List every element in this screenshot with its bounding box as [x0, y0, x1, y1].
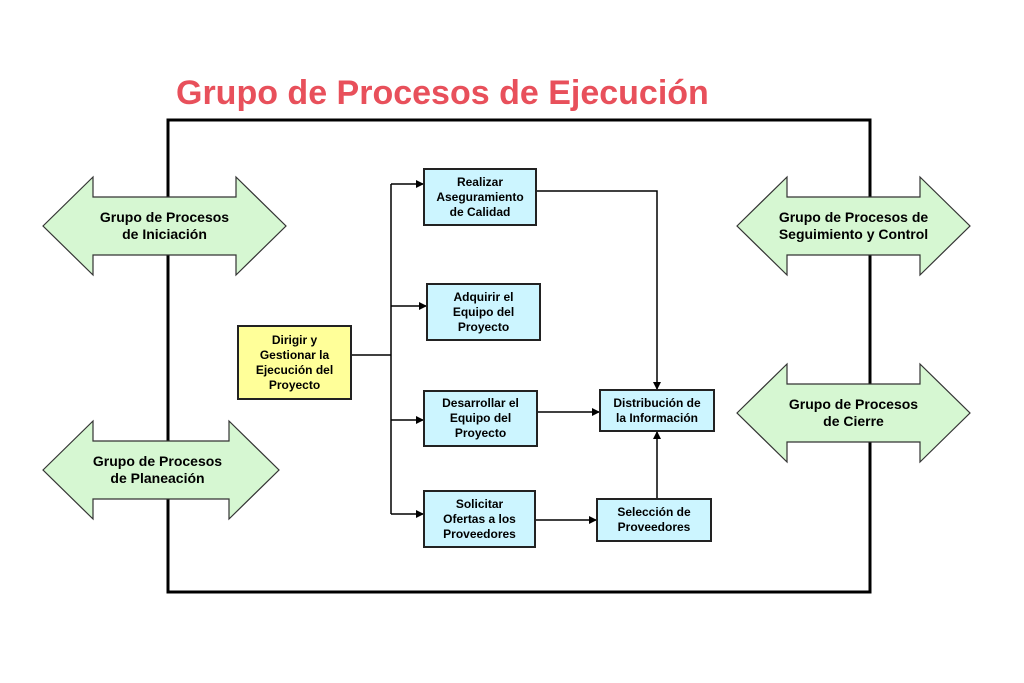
- process-dirigir: Dirigir y Gestionar la Ejecución del Pro…: [237, 325, 352, 400]
- process-solicitar: Solicitar Ofertas a los Proveedores: [423, 490, 536, 548]
- execution-group-frame: [166, 118, 872, 594]
- process-seleccion: Selección de Proveedores: [596, 498, 712, 542]
- arrow-iniciacion: [42, 175, 287, 277]
- process-realizar: Realizar Aseguramiento de Calidad: [423, 168, 537, 226]
- process-adquirir: Adquirir el Equipo del Proyecto: [426, 283, 541, 341]
- group-cierre-label: Grupo de Procesos de Cierre: [788, 396, 919, 429]
- process-desarrollar: Desarrollar el Equipo del Proyecto: [423, 390, 538, 447]
- process-distribucion: Distribución de la Información: [599, 389, 715, 432]
- arrow-cierre: [736, 362, 971, 464]
- group-iniciacion-label: Grupo de Procesos de Iniciación: [99, 209, 230, 242]
- page-title: Grupo de Procesos de Ejecución: [176, 74, 709, 112]
- group-seguimiento-label: Grupo de Procesos de Seguimiento y Contr…: [778, 209, 929, 242]
- arrow-seguimiento: [736, 175, 971, 277]
- group-planeacion-label: Grupo de Procesos de Planeación: [92, 453, 223, 486]
- connector-realizar-distribucion: [537, 190, 661, 390]
- arrow-planeacion: [42, 419, 280, 521]
